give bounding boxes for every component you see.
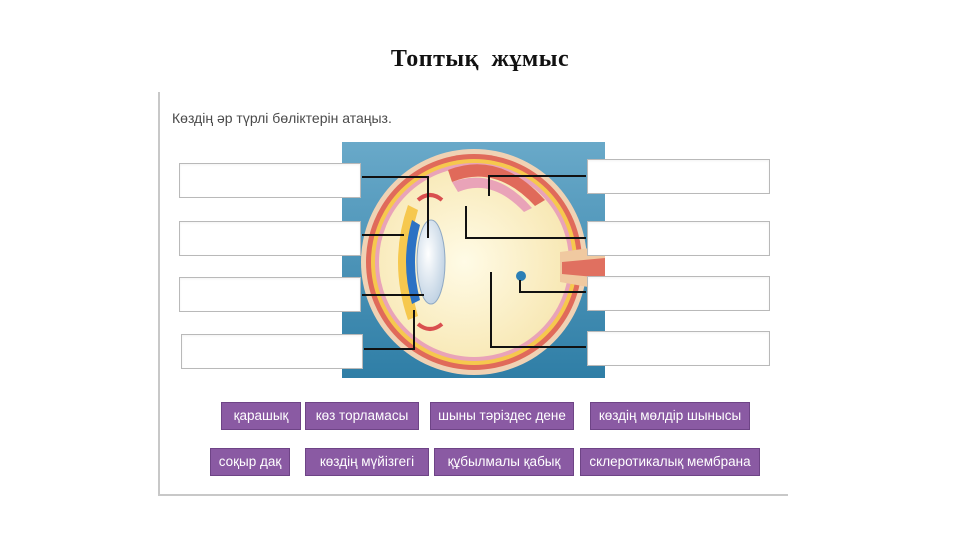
exercise-instruction: Көздің әр түрлі бөліктерін атаңыз. bbox=[172, 110, 392, 126]
word-chip-retina[interactable]: көз торламасы bbox=[305, 402, 419, 430]
word-chip-vitreous-body[interactable]: шыны тәріздес дене bbox=[430, 402, 574, 430]
slide-title: Топтық жұмыс bbox=[390, 46, 570, 72]
answer-box-right-4[interactable] bbox=[587, 331, 770, 366]
answer-box-left-3[interactable] bbox=[179, 277, 361, 312]
word-chip-cornea[interactable]: көздің мөлдір шынысы bbox=[590, 402, 750, 430]
word-chip-blind-spot[interactable]: соқыр дақ bbox=[210, 448, 290, 476]
word-chip-lens[interactable]: көздің мүйізгегі bbox=[305, 448, 429, 476]
word-chip-choroid[interactable]: құбылмалы қабық bbox=[434, 448, 574, 476]
answer-box-right-3[interactable] bbox=[587, 276, 770, 311]
word-chip-sclera[interactable]: склеротикалық мембрана bbox=[580, 448, 760, 476]
answer-box-left-4[interactable] bbox=[181, 334, 363, 369]
answer-box-left-1[interactable] bbox=[179, 163, 361, 198]
answer-box-right-2[interactable] bbox=[587, 221, 770, 256]
answer-box-left-2[interactable] bbox=[179, 221, 361, 256]
word-chip-pupil[interactable]: қарашық bbox=[221, 402, 301, 430]
answer-box-right-1[interactable] bbox=[587, 159, 770, 194]
leader-lines bbox=[362, 175, 586, 350]
eyeball-illustration bbox=[361, 149, 605, 375]
